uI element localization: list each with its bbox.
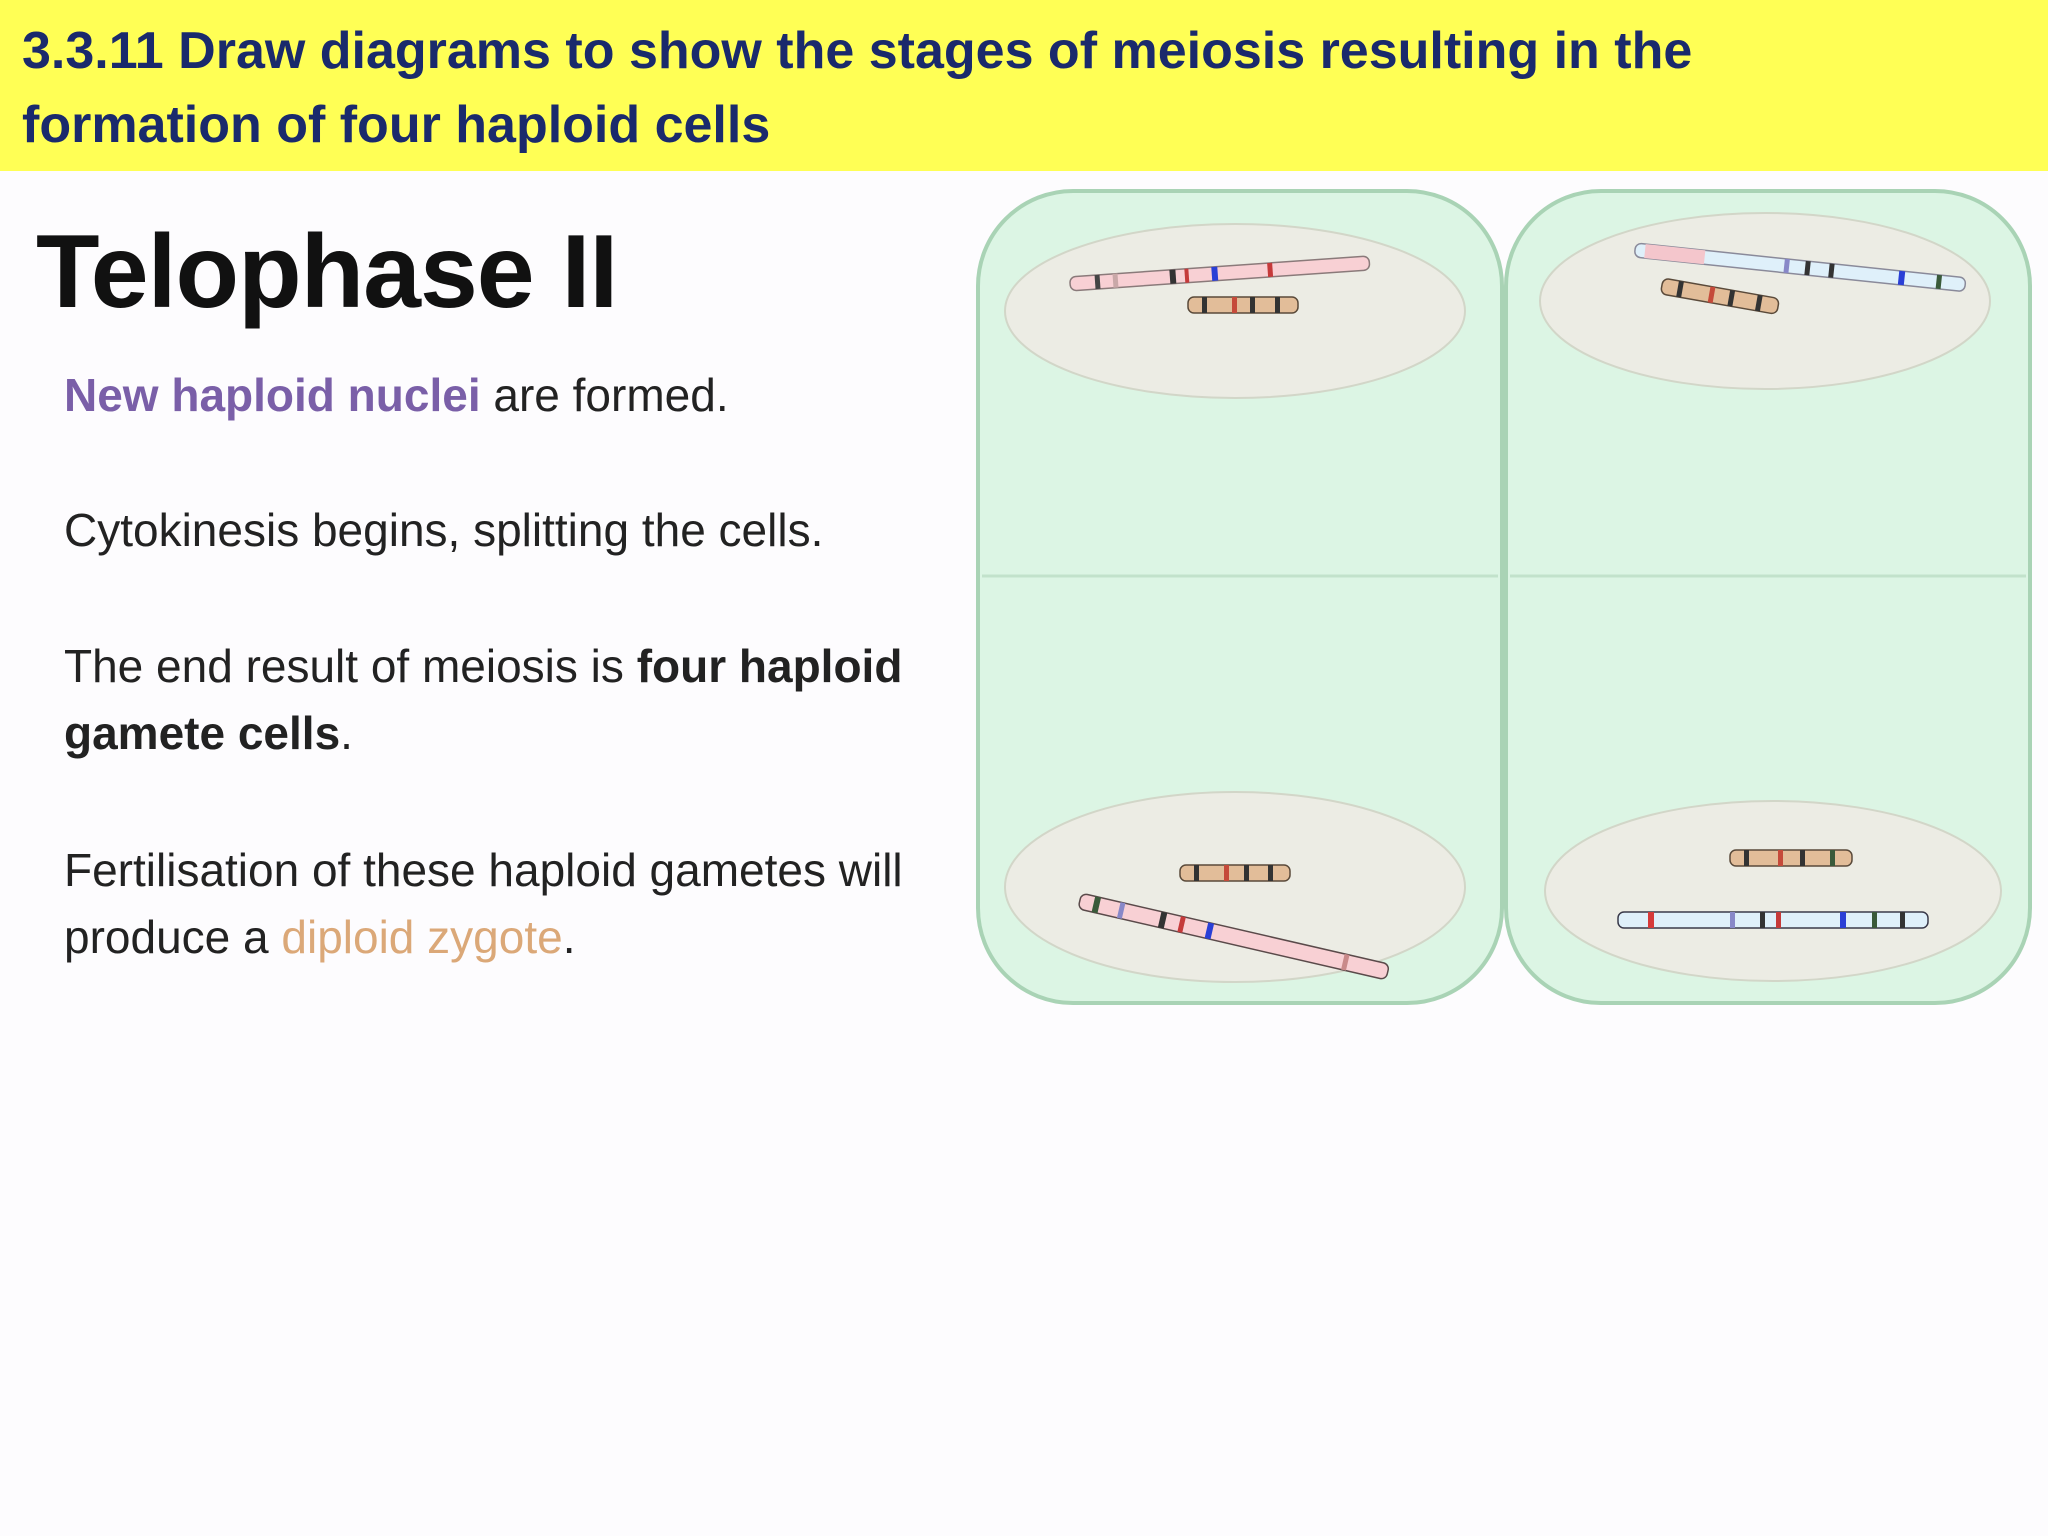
four-haploid-gametes-bold: four haploid gamete cells — [64, 640, 903, 759]
stage-title: Telophase II — [36, 214, 618, 330]
chromosome-long-blue — [1617, 911, 1929, 929]
right-cell — [1504, 189, 2032, 1005]
nuclei-formed-rest: are formed. — [480, 369, 729, 421]
nucleus-left-bottom — [1004, 791, 1466, 983]
end-result-start: The end result of meiosis is — [64, 640, 637, 692]
telophase-ii-diagram — [976, 189, 2032, 1005]
chromosome-short-tan — [1179, 864, 1291, 882]
end-result-text: The end result of meiosis is four haploi… — [64, 633, 964, 767]
slide-header: 3.3.11 Draw diagrams to show the stages … — [0, 0, 2048, 171]
nucleus-right-bottom — [1544, 800, 2002, 982]
chromosome-short-tan — [1660, 278, 1780, 315]
chromosome-short-tan — [1729, 849, 1853, 867]
chromosome-long-pink — [1069, 255, 1371, 292]
chromosome-short-tan — [1187, 296, 1299, 314]
left-cell — [976, 189, 1504, 1005]
end-result-end: . — [340, 707, 353, 759]
nuclei-formed-text: New haploid nuclei are formed. — [64, 362, 964, 429]
fertilisation-end: . — [562, 911, 576, 963]
header-title: 3.3.11 Draw diagrams to show the stages … — [22, 22, 1693, 154]
diploid-zygote-highlight: diploid zygote — [281, 911, 563, 963]
haploid-nuclei-highlight: New haploid nuclei — [64, 369, 481, 421]
chromosome-long-blue — [1634, 242, 1967, 292]
chromosome-long-pink — [1078, 893, 1390, 980]
fertilisation-text: Fertilisation of these haploid gametes w… — [64, 837, 964, 971]
cytokinesis-text: Cytokinesis begins, splitting the cells. — [64, 504, 824, 556]
fertilisation-start: Fertilisation of these haploid gametes w… — [64, 844, 903, 963]
